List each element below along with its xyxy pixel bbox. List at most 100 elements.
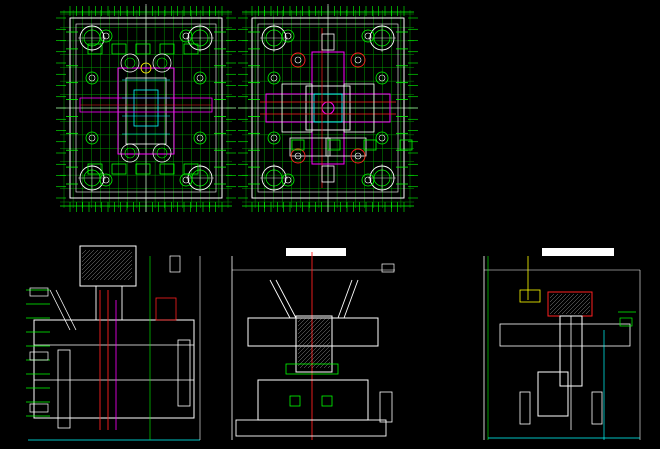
cavity-plate	[499, 323, 631, 347]
ejector-block	[87, 43, 103, 55]
ejector-pin-core	[354, 152, 362, 160]
label-box	[29, 287, 49, 297]
screw-hole	[179, 173, 193, 187]
label-box	[381, 263, 395, 273]
ejector-block	[111, 163, 127, 175]
section-hatch	[549, 293, 555, 299]
wedge-block	[289, 137, 331, 157]
cavity-outline	[125, 77, 167, 145]
section-hatch	[297, 325, 331, 359]
section-hatch	[107, 255, 133, 281]
return-pin-hole	[156, 147, 168, 159]
core-block	[295, 315, 333, 373]
screw-thread	[284, 32, 292, 40]
screw-hole	[99, 173, 113, 187]
section-hatch	[81, 249, 107, 275]
locating-slot	[321, 33, 335, 51]
screw-thread	[284, 176, 292, 184]
center-cavity-detail	[313, 93, 343, 123]
section-hatch	[81, 249, 95, 263]
ejector-block	[135, 43, 151, 55]
screw-hole	[99, 29, 113, 43]
cavity-detail	[133, 89, 159, 127]
screw-thread	[102, 176, 110, 184]
screw-thread	[196, 74, 204, 82]
plan-view-right	[238, 4, 418, 212]
section-hatch	[585, 309, 591, 315]
section-hatch	[569, 293, 591, 315]
locating-ring	[519, 289, 541, 303]
label-box	[29, 403, 49, 413]
support-pillar	[519, 391, 531, 425]
ejector-block	[159, 43, 175, 55]
screw-hole	[85, 71, 99, 85]
section-hatch	[81, 249, 103, 271]
screw-thread	[378, 134, 386, 142]
ejector-retainer	[285, 363, 339, 375]
section-view-left	[26, 245, 201, 441]
ejector-pin	[290, 52, 306, 68]
return-pin	[152, 143, 172, 163]
guide-pin	[57, 349, 71, 429]
support-block	[327, 139, 341, 151]
section-hatch	[557, 293, 579, 315]
support-pillar	[321, 395, 333, 407]
section-hatch	[319, 357, 331, 369]
section-hatch	[549, 293, 563, 307]
screw-hole	[281, 173, 295, 187]
section-hatch	[327, 365, 331, 369]
section-view-middle	[231, 248, 395, 440]
section-hatch	[123, 271, 133, 281]
section-hatch	[115, 263, 133, 281]
angled-lifter	[337, 279, 353, 319]
return-pin-hole	[124, 147, 136, 159]
ejector-block	[87, 163, 103, 175]
section-hatch	[561, 293, 583, 315]
screw-thread	[270, 134, 278, 142]
center-cavity	[305, 85, 351, 131]
section-hatch	[99, 249, 131, 281]
plan-view-left	[56, 4, 236, 212]
section-hatch	[307, 345, 331, 369]
section-hatch	[573, 297, 591, 315]
section-hatch	[323, 361, 331, 369]
screw-thread	[88, 134, 96, 142]
section-hatch	[565, 293, 587, 315]
section-hatch	[81, 249, 91, 259]
guide-pin	[177, 339, 191, 407]
screw-hole	[361, 173, 375, 187]
return-pin-hole	[156, 57, 168, 69]
return-pin	[120, 53, 140, 73]
section-hatch	[81, 249, 87, 255]
section-hatch	[297, 317, 315, 335]
angled-lifter	[55, 289, 77, 331]
screw-thread	[270, 74, 278, 82]
section-hatch	[297, 317, 327, 347]
section-hatch	[299, 337, 331, 369]
ejector-pin	[290, 148, 306, 164]
sprue-gate	[140, 62, 152, 74]
section-hatch	[83, 249, 115, 281]
ejector-block	[111, 43, 127, 55]
side-block	[379, 391, 393, 423]
angled-lifter	[49, 289, 71, 331]
section-hatch	[297, 317, 331, 351]
section-hatch	[549, 293, 559, 303]
top-plate-stub	[286, 248, 346, 256]
section-hatch	[549, 293, 571, 315]
section-hatch	[553, 293, 575, 315]
label-box	[619, 317, 633, 327]
angled-lifter	[343, 279, 359, 319]
return-pin-hole	[124, 57, 136, 69]
support-pillar	[591, 391, 603, 425]
screw-hole	[179, 29, 193, 43]
section-hatch	[311, 349, 331, 369]
clamp-plate	[235, 419, 387, 437]
section-hatch	[581, 305, 591, 315]
screw-hole	[193, 131, 207, 145]
slide-block	[281, 83, 313, 133]
screw-thread	[364, 176, 372, 184]
screw-thread	[378, 74, 386, 82]
